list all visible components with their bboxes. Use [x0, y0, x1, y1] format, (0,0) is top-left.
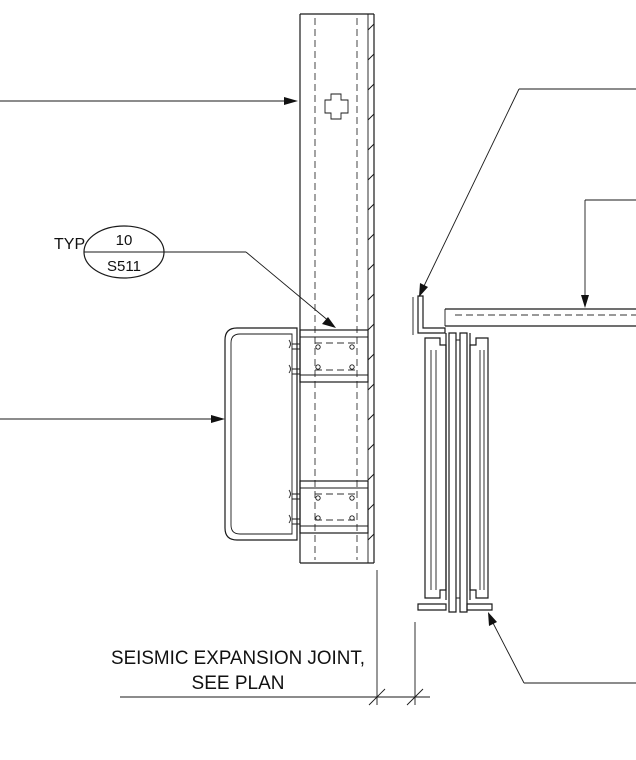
center-expansion-plates	[448, 332, 468, 613]
expansion-joint-note-line1: SEISMIC EXPANSION JOINT,	[111, 648, 365, 669]
leader-hss-tube	[0, 415, 225, 423]
joint-cover-angle	[412, 295, 446, 335]
steel-column	[299, 13, 375, 564]
connection-plate-lower	[299, 480, 369, 534]
left-jamb	[417, 333, 447, 611]
leader-right-jamb	[488, 612, 636, 684]
leader-cover-angle	[419, 88, 636, 297]
right-jamb	[466, 333, 493, 611]
leader-deck	[581, 199, 636, 308]
callout-prefix-text: TYP	[54, 236, 85, 253]
column-opening-symbol	[324, 93, 349, 120]
expansion-joint-dimension	[120, 570, 430, 706]
connection-plate-upper	[299, 329, 369, 383]
hss-tube-section	[224, 327, 300, 541]
deck-slab	[444, 308, 636, 327]
leader-column	[0, 97, 298, 105]
expansion-joint-note-line2: SEE PLAN	[192, 673, 285, 694]
column-flange-hatch	[367, 23, 375, 541]
callout-sheet-number: S511	[107, 258, 141, 275]
callout-detail-number: 10	[116, 232, 133, 249]
detail-callout[interactable]: TYP 10 S511	[54, 225, 336, 328]
